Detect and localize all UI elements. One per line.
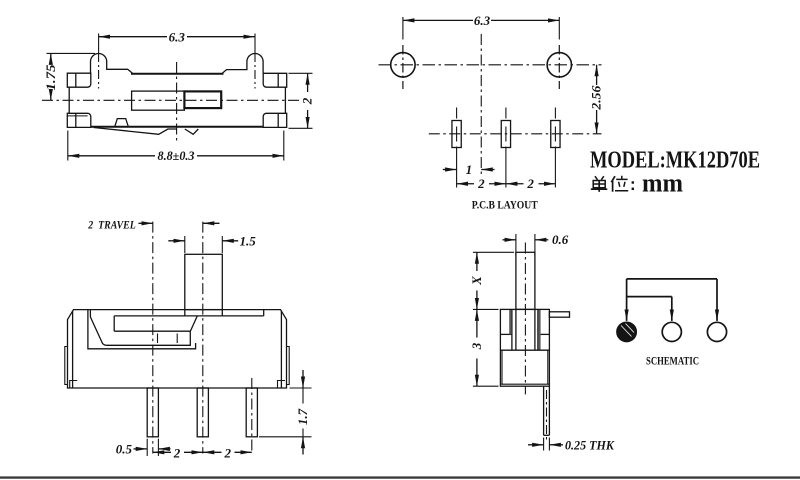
svg-text:2.56: 2.56 (589, 85, 604, 111)
svg-text:2: 2 (173, 446, 181, 461)
svg-text:mm: mm (642, 168, 683, 197)
svg-text:1.5: 1.5 (240, 233, 257, 248)
svg-text:1: 1 (466, 162, 473, 177)
svg-text:2: 2 (477, 176, 485, 191)
svg-text:1.7: 1.7 (295, 408, 310, 425)
svg-text:SCHEMATIC: SCHEMATIC (646, 353, 699, 367)
svg-text:P.C.B LAYOUT: P.C.B LAYOUT (472, 198, 538, 212)
svg-text:2: 2 (224, 446, 232, 461)
svg-text:0.5: 0.5 (116, 441, 133, 456)
svg-text:X: X (469, 276, 484, 286)
svg-text:8.8±0.3: 8.8±0.3 (158, 148, 195, 163)
svg-text:2: 2 (300, 97, 315, 105)
svg-text:6.3: 6.3 (169, 30, 186, 45)
svg-text:2 TRAVEL: 2 TRAVEL (87, 218, 135, 232)
svg-text:1.75: 1.75 (43, 64, 58, 91)
svg-text:0.6: 0.6 (552, 232, 569, 247)
svg-text:0.25 THK: 0.25 THK (565, 438, 615, 453)
svg-text:2: 2 (526, 176, 534, 191)
svg-text:MODEL:MK12D70E: MODEL:MK12D70E (590, 147, 760, 173)
svg-text:3: 3 (469, 342, 484, 350)
svg-text:6.3: 6.3 (474, 13, 491, 28)
